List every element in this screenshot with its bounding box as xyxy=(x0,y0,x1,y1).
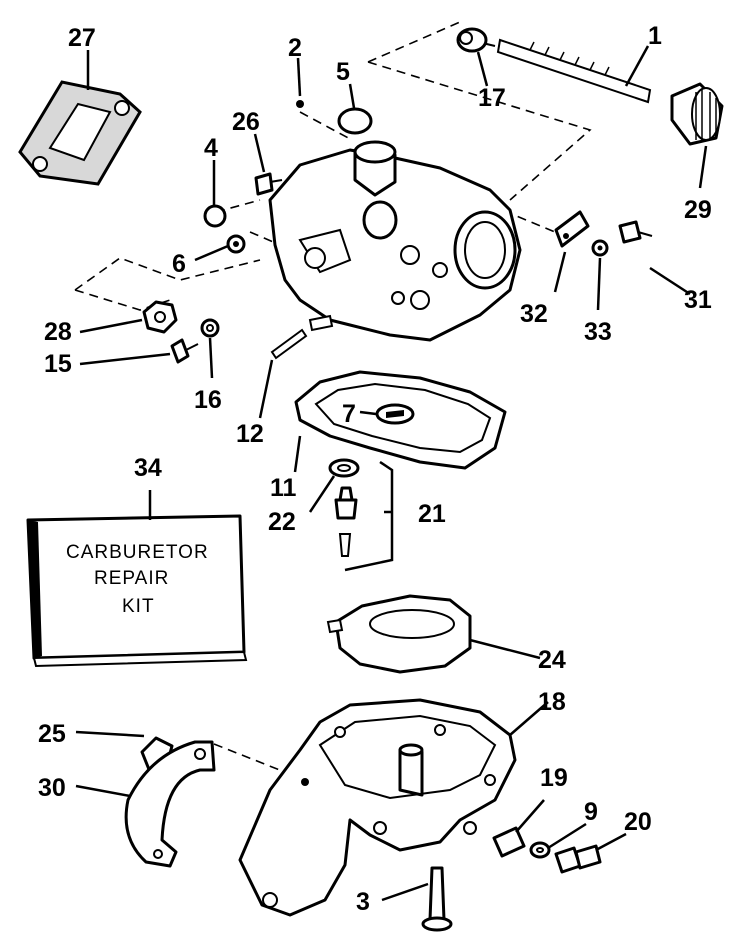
part-4-plug xyxy=(203,204,227,228)
callout-16: 16 xyxy=(194,386,222,414)
part-5-cup-plug xyxy=(337,107,373,135)
callout-33: 33 xyxy=(584,318,612,346)
part-30-bracket xyxy=(124,740,216,868)
callout-32: 32 xyxy=(520,300,548,328)
callout-3: 3 xyxy=(356,888,370,916)
part-33-star-washer xyxy=(591,239,609,257)
callout-6: 6 xyxy=(172,250,186,278)
callout-22: 22 xyxy=(268,508,296,536)
callout-19: 19 xyxy=(540,764,568,792)
callout-9: 9 xyxy=(584,798,598,826)
callout-labels: 27 2 5 1 17 26 4 29 6 31 32 33 28 15 16 … xyxy=(38,22,712,916)
part-21-needle-and-seat xyxy=(334,460,394,572)
callout-21: 21 xyxy=(418,500,446,528)
callout-31: 31 xyxy=(684,286,712,314)
callout-26: 26 xyxy=(232,108,260,136)
callout-25: 25 xyxy=(38,720,66,748)
callout-1: 1 xyxy=(648,22,662,50)
callout-17: 17 xyxy=(478,84,506,112)
kit-label-line1: CARBURETOR xyxy=(66,542,209,563)
callout-34: 34 xyxy=(134,454,162,482)
part-32-clip xyxy=(554,210,590,248)
callout-18: 18 xyxy=(538,688,566,716)
callout-20: 20 xyxy=(624,808,652,836)
part-28-nut xyxy=(142,300,178,334)
part-31-screw xyxy=(618,220,653,244)
part-29-knob xyxy=(670,82,724,146)
callout-4: 4 xyxy=(204,134,218,162)
callout-leader-lines xyxy=(75,45,708,902)
callout-27: 27 xyxy=(68,24,96,52)
callout-24: 24 xyxy=(538,646,566,674)
part-27-flange-gasket xyxy=(18,80,142,186)
callout-29: 29 xyxy=(684,196,712,224)
callout-12: 12 xyxy=(236,420,264,448)
part-24-float xyxy=(326,594,472,674)
callout-2: 2 xyxy=(288,34,302,62)
callout-28: 28 xyxy=(44,318,72,346)
part-1-needle-shaft xyxy=(469,38,652,104)
part-7-clip xyxy=(375,403,415,425)
part-34-repair-kit-box xyxy=(26,514,248,668)
part-18-float-bowl xyxy=(238,698,517,917)
part-3-bolt xyxy=(421,866,453,932)
part-2-ball xyxy=(296,100,304,108)
callout-5: 5 xyxy=(336,58,350,86)
part-16-washer xyxy=(200,318,220,338)
part-9-washer xyxy=(529,841,551,859)
part-20-plug-screw xyxy=(554,844,602,874)
part-15-screw xyxy=(170,338,199,364)
part-26-screw xyxy=(254,172,283,196)
part-22-seat-gasket xyxy=(328,458,360,478)
kit-label-line3: KIT xyxy=(122,596,155,617)
part-19-jet xyxy=(492,826,526,858)
part-6-washer xyxy=(226,234,246,254)
callout-30: 30 xyxy=(38,774,66,802)
kit-label-line2: REPAIR xyxy=(94,568,169,589)
carburetor-body xyxy=(268,140,522,342)
callout-11: 11 xyxy=(270,474,297,502)
callout-15: 15 xyxy=(44,350,72,378)
part-12-pin xyxy=(270,328,308,360)
callout-7: 7 xyxy=(342,400,356,428)
part-17-packing-nut xyxy=(456,27,488,53)
